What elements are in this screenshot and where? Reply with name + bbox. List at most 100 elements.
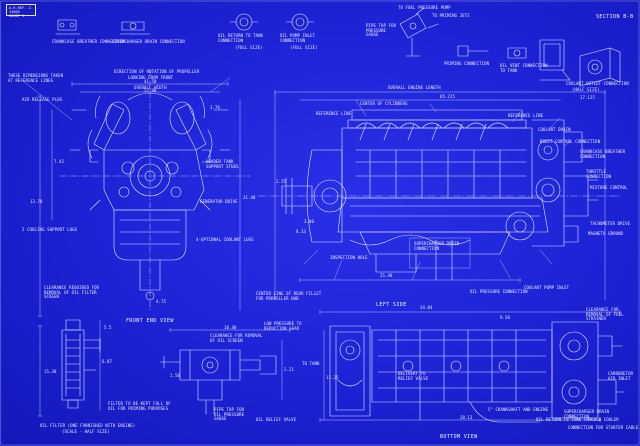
cooling-support-label: 2 COOLING SUPPORT LUGS (22, 227, 78, 232)
crankcase-breather-label: CRANKCASE BREATHER CONNECTION (52, 39, 125, 44)
fillet-label: CENTER LINE OF REAR FILLET FOR PROPELLER… (256, 291, 322, 301)
left-side-title: LEFT SIDE (376, 302, 407, 308)
rotation-label: DIRECTION OF ROTATION OF PROPELLER (114, 69, 200, 74)
return-tank-label: OIL RETURN TO TANK THROUGH COOLER (536, 417, 619, 422)
pump-inlet-label: COOLANT PUMP INLET (524, 285, 570, 290)
inspection-hole-label: INSPECTION HOLE (330, 255, 368, 260)
dim-value: 65.215 (440, 94, 456, 99)
filter-note-label: FILTER TO BE KEPT FULL OF OIL FOR PRIMIN… (108, 401, 171, 411)
section-bb-detail (539, 39, 571, 81)
dim-value: 25.48 (380, 273, 393, 278)
side-reference-line-label: REFERENCE LINE (508, 113, 544, 118)
air-release-label: AIR RELEASE PLUG (22, 97, 63, 102)
oil-pressure-label: OIL PRESSURE CONNECTION (470, 289, 528, 294)
overall-length-label: OVERALL ENGINE LENGTH (388, 85, 441, 90)
dim-value: 15.30 (44, 369, 57, 374)
full-size-label-1: (FULL SIZE) (235, 45, 263, 50)
dim-value: 28.13 (460, 415, 473, 420)
left-side-view (257, 89, 621, 301)
primer-label: TO PRIMING JETS (432, 13, 470, 18)
fuel-connection-detail (399, 7, 439, 57)
section-title: SECTION B-B (596, 14, 634, 20)
oil-filter-view (37, 319, 101, 417)
oil-return-label: OIL RETURN TO TANK CONNECTION (218, 33, 264, 43)
dim-value: 3.00 (304, 219, 315, 224)
super-drain-label: SUPERCHARGER DRAIN CONNECTION (564, 409, 610, 419)
to-tank-label: TO TANK (302, 361, 320, 366)
low-pressure-label: LOW PRESSURE TO REDUCTION GEAR (264, 321, 302, 331)
dim-value: 2.25 (276, 179, 287, 184)
bottom-view-title: BOTTOM VIEW (440, 434, 478, 440)
carb-inlet-label: CARBURETOR AIR INLET (608, 371, 634, 381)
clearance-filter-label: CLEARANCE REQUIRED FOR REMOVAL OF OIL FI… (44, 285, 100, 299)
magneto-ground-label: MAGNETO GROUND (588, 231, 624, 236)
crankcase-breather-detail (55, 19, 81, 35)
pipe-tap-label: PIPE TAP FOR PRESSURE GAUGE (366, 23, 397, 37)
priming-detail (457, 45, 489, 57)
header-tank-label: HEADER TANK SUPPORT STUDS (206, 159, 239, 169)
starter-label: CONNECTION FOR STARTER CABLE (568, 425, 639, 430)
dim-value: 17.125 (580, 95, 596, 100)
dim-value: 1.50 (170, 373, 181, 378)
dim-value: 10.40 (224, 325, 237, 330)
coolant-drain-label: COOLANT DRAIN (538, 127, 571, 132)
oil-return-detail (229, 13, 259, 31)
dim-value: 41.50 (144, 79, 157, 84)
reference-line-label: REFERENCE LINE (316, 111, 352, 116)
clearance-screen-label: CLEARANCE FOR REMOVAL OF OIL SCREEN (210, 333, 263, 343)
sheet-number: SHEET 1 (9, 14, 25, 18)
dim-value: 5.5 (104, 325, 112, 330)
reference-stamp: A.R.REF. 2-14605 SHEET 1 (6, 4, 36, 18)
mixture-label: MIXTURE CONTROL (590, 185, 628, 190)
oil-vent-detail (507, 47, 527, 59)
dim-value: 31.40 (243, 195, 256, 200)
oil-pump-view (159, 327, 291, 415)
pressure-pipe-label: PIPE TAP FOR OIL PRESSURE GAUGE (214, 407, 245, 421)
dim-value: 22.00 (144, 88, 157, 93)
tachometer-label: TACHOMETER DRIVE (590, 221, 631, 226)
bottom-view (319, 309, 625, 423)
dim-value: 6.87 (102, 359, 113, 364)
dim-value: 13.78 (30, 199, 43, 204)
dim-value: 2.21 (284, 367, 295, 372)
dim-value: 34.84 (420, 305, 433, 310)
throttle-label: THROTTLE CONNECTION (586, 169, 612, 179)
center-cylinders-label: CENTER OF CYLINDERS (360, 101, 408, 106)
dim-value: 3.76 (210, 105, 221, 110)
delivery-label: DELIVERY TO RELIEF VALVE (398, 371, 429, 381)
crankcase-vent-label: CRANKCASE BREATHER CONNECTION (580, 149, 626, 159)
looking-front-label: LOOKING FROM FRONT (128, 75, 174, 80)
supercharger-drain-detail (119, 21, 151, 35)
drain-connection-label: SUPERCHARGER DRAIN CONNECTION (414, 241, 460, 251)
fuel-pressure-label: TO FUEL PRESSURE PUMP (398, 5, 451, 10)
relief-valve-label: OIL RELIEF VALVE (256, 417, 297, 422)
fuel-strainer-label: CLEARANCE FOR REMOVAL OF FUEL STRAINER (586, 307, 624, 321)
priming-connection-label: PRIMING CONNECTION (444, 61, 490, 66)
dim-value: 7.42 (54, 159, 65, 164)
dim-value: 11.25 (326, 375, 339, 380)
reference-number: A.R.REF. 2-14605 (9, 6, 33, 14)
oil-pump-inlet-detail (285, 13, 315, 31)
dim-value: 9.50 (500, 315, 511, 320)
scale-label: (SCALE - HALF SIZE) (62, 429, 110, 434)
generator-label: GENERATOR DRIVE (200, 199, 238, 204)
coolant-lugs-label: 4-OPTIONAL COOLANT LUGS (196, 237, 254, 242)
dim-value: 4.75 (156, 299, 167, 304)
coolant-outlet-label: COOLANT OUTLET CONNECTION (566, 81, 629, 86)
overall-width-label: OVERALL WIDTH (134, 85, 167, 90)
supercharger-drain-label: SUPERCHARGER DRAIN CONNECTION (112, 39, 185, 44)
cranking-label: 5" CRANKSHAFT AND ENGINE (488, 407, 549, 412)
oil-filter-label: OIL FILTER (ONE FURNISHED WITH ENGINE) (40, 423, 136, 428)
coolant-outlet-detail (579, 47, 621, 87)
half-size-label: (HALF SIZE) (572, 87, 600, 92)
boost-control-label: BOOST CONTROL CONNECTION (540, 139, 601, 144)
front-end-view (21, 69, 251, 317)
dims-note-label: THESE DIMENSIONS TAKEN AT REFERENCE LINE… (8, 73, 64, 83)
full-size-label-2: (FULL SIZE) (290, 45, 318, 50)
dim-value: 8.33 (296, 229, 307, 234)
oil-pump-inlet-label: OIL PUMP INLET CONNECTION (280, 33, 316, 43)
front-view-title: FRONT END VIEW (126, 318, 174, 324)
vent-connection-label: OIL VENT CONNECTION TO TANK (500, 63, 548, 73)
